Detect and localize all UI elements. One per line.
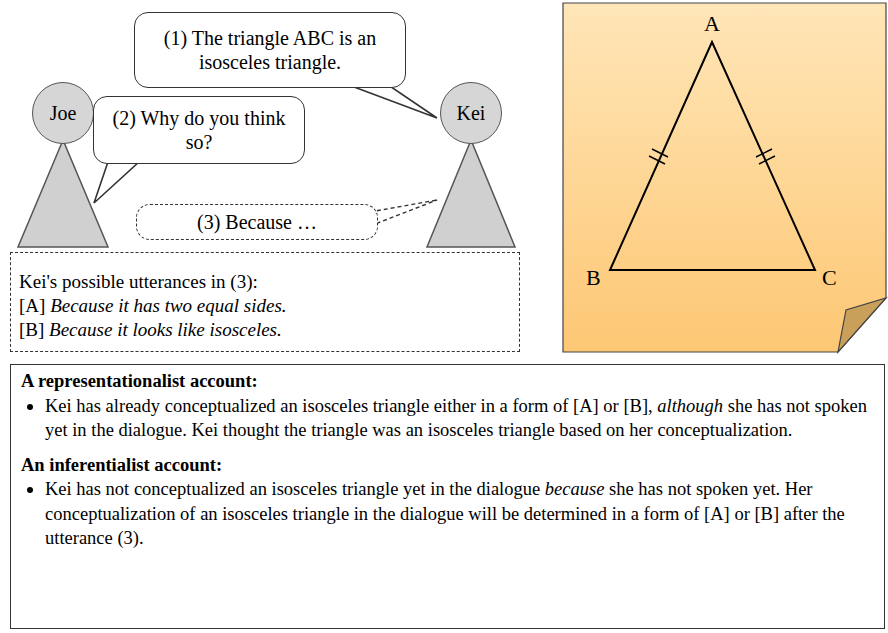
text-row: [B]Because it looks like isosceles. <box>19 318 511 342</box>
account-text: Kei has not conceptualized an isosceles … <box>45 479 540 499</box>
tick-mark <box>652 149 668 157</box>
account-text: although <box>657 396 723 416</box>
node-text: (2) Why do you think so? <box>112 106 286 154</box>
node-text: Joe <box>50 102 77 125</box>
option-text: Because it looks like isosceles. <box>49 319 282 340</box>
account-text: because <box>545 479 605 499</box>
tick-mark <box>649 156 665 164</box>
text-row: Kei's possible utterances in (3): <box>19 270 511 294</box>
person-head: Joe <box>32 82 94 144</box>
speech-bubble: (1) The triangle ABC is an isosceles tri… <box>134 12 406 88</box>
vertex-label: A <box>704 12 720 36</box>
node-text: Kei <box>457 102 486 125</box>
bullet-dot <box>27 487 33 493</box>
person-head: Kei <box>440 82 502 144</box>
vertex-label: B <box>586 266 601 290</box>
tick-mark <box>756 149 772 157</box>
bullet-paragraph: Kei has not conceptualized an isosceles … <box>21 477 874 551</box>
node-text: (1) The triangle ABC is an isosceles tri… <box>153 26 387 74</box>
option-text: Because it has two equal sides. <box>50 295 286 316</box>
note-fold <box>838 298 886 352</box>
account-heading: An inferentialist account: <box>21 453 874 478</box>
node-text: (3) Because … <box>197 210 317 234</box>
bullet-paragraph: Kei has already conceptualized an isosce… <box>21 394 874 443</box>
account-text: Kei has already conceptualized an isosce… <box>45 396 653 416</box>
vertex-label: C <box>822 266 837 290</box>
account-heading: A representationalist account: <box>21 369 874 394</box>
text-row: [A]Because it has two equal sides. <box>19 294 511 318</box>
option-tag: [A] <box>19 295 45 316</box>
person-body <box>427 140 515 247</box>
box-heading: Kei's possible utterances in (3): <box>19 271 258 292</box>
sticky-note <box>563 3 886 352</box>
tick-mark <box>759 156 775 164</box>
bullet-dot <box>27 404 33 410</box>
bubble-tail <box>370 200 437 226</box>
utterance-box: Kei's possible utterances in (3):[A]Beca… <box>10 252 520 352</box>
option-tag: [B] <box>19 319 44 340</box>
speech-bubble: (3) Because … <box>136 204 378 240</box>
account-box: A representationalist account:Kei has al… <box>10 364 885 629</box>
bubble-tail <box>370 200 437 212</box>
triangle <box>610 42 815 270</box>
speech-bubble: (2) Why do you think so? <box>93 96 305 164</box>
